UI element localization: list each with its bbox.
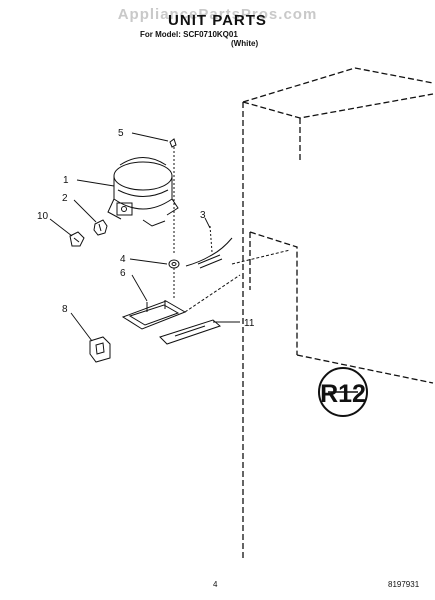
refrigerant-badge: [318, 367, 368, 417]
callout-11: 11: [244, 318, 255, 329]
callout-labels: 1 2 3 4 5 6 8 10 11 R12: [37, 128, 366, 408]
bracket-part: [159, 319, 221, 345]
cabinet-outline: [242, 67, 434, 560]
callout-1: 1: [63, 175, 69, 186]
callout-6: 6: [120, 268, 126, 279]
page-number: 4: [213, 580, 218, 589]
refrigerant-badge-text: R12: [320, 380, 366, 408]
leader-lines: [49, 132, 240, 342]
color-line: (White): [231, 39, 259, 48]
callout-4: 4: [120, 254, 126, 265]
page-title: UNIT PARTS: [168, 12, 267, 29]
document-number: 8197931: [388, 580, 420, 589]
drier-part: [185, 225, 291, 269]
model-line: For Model: SCF0710KQ01: [140, 30, 238, 39]
callout-5: 5: [118, 128, 124, 139]
mounting-base-part: [121, 274, 241, 330]
grommet-4-part: [168, 259, 180, 300]
callout-8: 8: [62, 304, 68, 315]
callout-2: 2: [62, 193, 68, 204]
callout-10: 10: [37, 211, 49, 222]
terminal-cover-part: [69, 231, 85, 247]
grommet-part: [169, 138, 177, 255]
callout-3: 3: [200, 210, 206, 221]
relay-part: [93, 219, 108, 236]
clip-part: [89, 336, 111, 363]
compressor: [107, 157, 179, 227]
watermark: AppliancePartsPros.com: [117, 6, 318, 23]
